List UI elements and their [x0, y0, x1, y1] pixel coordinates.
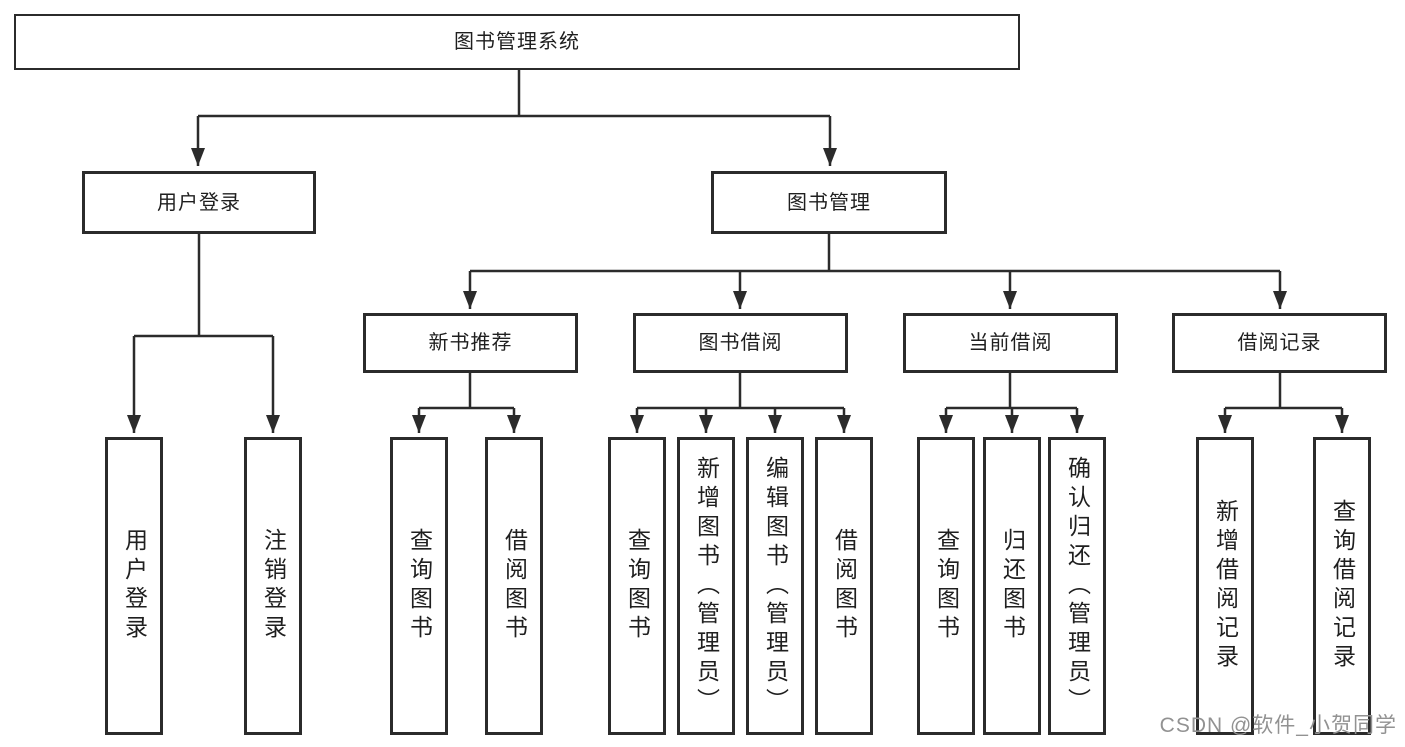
- leaf-query-books-2: 查询图书: [608, 437, 666, 735]
- leaf-add-borrow-record-label: 新增借阅记录: [1212, 499, 1239, 673]
- leaf-query-books-3: 查询图书: [917, 437, 975, 735]
- leaf-return-books: 归还图书: [983, 437, 1041, 735]
- node-book-management-label: 图书管理: [787, 191, 871, 214]
- leaf-borrow-books-1: 借阅图书: [485, 437, 543, 735]
- leaf-query-borrow-record: 查询借阅记录: [1313, 437, 1371, 735]
- leaf-confirm-return-admin-label: 确认归还（管理员）: [1064, 455, 1091, 717]
- leaf-add-books-admin-label: 新增图书（管理员）: [693, 455, 720, 717]
- leaf-add-borrow-record: 新增借阅记录: [1196, 437, 1254, 735]
- leaf-logout: 注销登录: [244, 437, 302, 735]
- node-root: 图书管理系统: [14, 14, 1020, 70]
- leaf-query-books-2-label: 查询图书: [624, 528, 651, 644]
- leaf-confirm-return-admin: 确认归还（管理员）: [1048, 437, 1106, 735]
- leaf-edit-books-admin: 编辑图书（管理员）: [746, 437, 804, 735]
- leaf-add-books-admin: 新增图书（管理员）: [677, 437, 735, 735]
- leaf-query-books-3-label: 查询图书: [933, 528, 960, 644]
- node-book-management: 图书管理: [711, 171, 947, 234]
- leaf-query-books-1: 查询图书: [390, 437, 448, 735]
- leaf-borrow-books-2-label: 借阅图书: [831, 528, 858, 644]
- node-current-borrowing: 当前借阅: [903, 313, 1118, 373]
- leaf-user-login: 用户登录: [105, 437, 163, 735]
- node-current-borrowing-label: 当前借阅: [968, 332, 1053, 354]
- node-book-borrowing: 图书借阅: [633, 313, 848, 373]
- leaf-query-books-1-label: 查询图书: [406, 528, 433, 644]
- node-borrowing-records: 借阅记录: [1172, 313, 1387, 373]
- leaf-user-login-label: 用户登录: [121, 528, 148, 644]
- leaf-borrow-books-1-label: 借阅图书: [501, 528, 528, 644]
- leaf-return-books-label: 归还图书: [999, 528, 1026, 644]
- leaf-edit-books-admin-label: 编辑图书（管理员）: [762, 455, 789, 717]
- node-user-login: 用户登录: [82, 171, 316, 234]
- leaf-query-borrow-record-label: 查询借阅记录: [1329, 499, 1356, 673]
- node-new-book-recommend-label: 新书推荐: [428, 332, 513, 354]
- leaf-borrow-books-2: 借阅图书: [815, 437, 873, 735]
- node-borrowing-records-label: 借阅记录: [1237, 332, 1322, 354]
- node-root-label: 图书管理系统: [454, 31, 580, 53]
- node-new-book-recommend: 新书推荐: [363, 313, 578, 373]
- leaf-logout-label: 注销登录: [260, 528, 287, 644]
- node-book-borrowing-label: 图书借阅: [698, 332, 783, 354]
- node-user-login-label: 用户登录: [157, 191, 241, 214]
